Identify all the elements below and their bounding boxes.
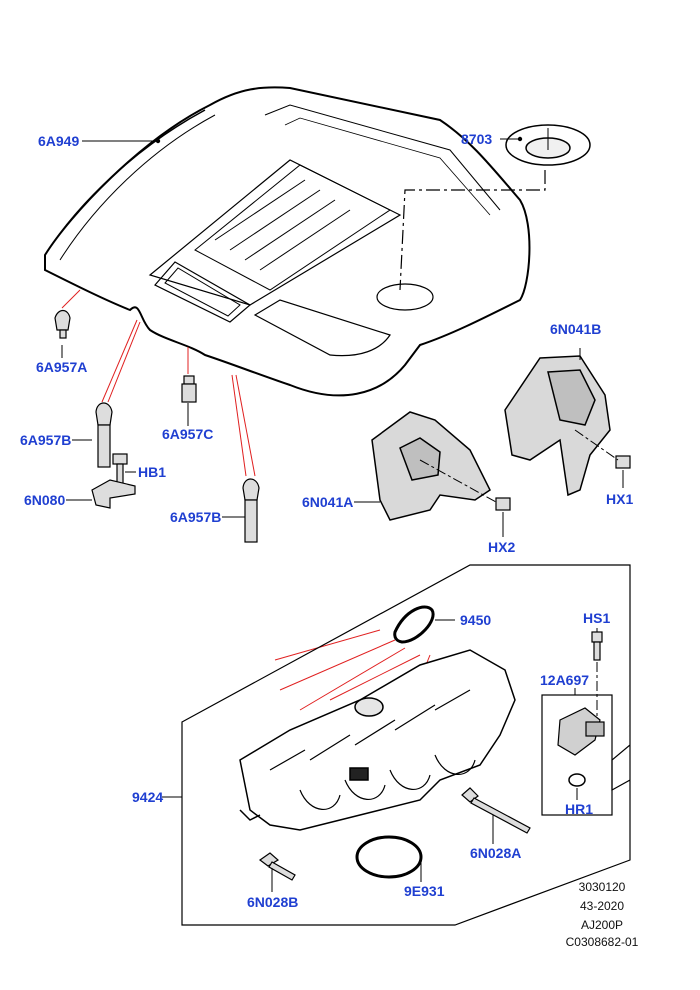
reference-line-1: 3030120: [578, 880, 626, 894]
intake-manifold: [239, 649, 516, 831]
label-engine-cover: 6A949: [38, 133, 80, 149]
stud-6a957a: [54, 309, 71, 339]
manifold-group-frame: [181, 564, 631, 926]
screw-hx1: [615, 455, 631, 469]
label-bolt-6n028b: 6N028B: [247, 894, 299, 910]
bracket-6n080: [91, 479, 136, 509]
label-heat-shield-6n041a: 6N041A: [302, 494, 354, 510]
label-bracket-6n080: 6N080: [24, 492, 66, 508]
label-bolt-6n028a: 6N028A: [470, 845, 522, 861]
label-bolt-hb1: HB1: [138, 464, 167, 480]
label-seal-9e931: 9E931: [404, 883, 445, 899]
label-stud-6a957b-left: 6A957B: [20, 432, 72, 448]
reference-line-2: 43-2020: [579, 899, 625, 913]
screw-hs1: [591, 631, 603, 661]
heat-shield-6n041b: [504, 355, 611, 497]
label-plug: 8703: [461, 131, 493, 147]
label-sensor-12a697: 12A697: [540, 672, 590, 688]
callout-leaders: [61, 138, 624, 892]
label-stud-6a957a: 6A957A: [36, 359, 88, 375]
reference-line-4: C0308682-01: [565, 935, 639, 949]
label-stud-6a957c: 6A957C: [162, 426, 214, 442]
screw-hx2: [495, 497, 511, 511]
stud-6a957c: [181, 375, 197, 403]
label-manifold-9424: 9424: [132, 789, 164, 805]
engine-cover: [44, 86, 531, 397]
label-screw-hx2: HX2: [488, 539, 516, 555]
red-leaders: [61, 289, 431, 711]
leader-dots: [155, 136, 523, 144]
label-oring-hr1: HR1: [565, 801, 594, 817]
heat-shield-6n041a: [371, 411, 491, 521]
stud-6a957b-left: [95, 402, 113, 468]
sensor-12a697: [557, 707, 605, 756]
hx2-centerline: [419, 459, 497, 503]
seal-9e931: [355, 835, 423, 879]
bolt-6n028b: [258, 852, 296, 881]
reference-line-3: AJ200P: [580, 918, 624, 932]
label-screw-hs1: HS1: [583, 610, 611, 626]
oring-hr1: [568, 773, 586, 787]
plug-centerline: [399, 170, 546, 291]
hx1-centerline: [574, 429, 619, 461]
bolt-6n028a: [461, 787, 531, 834]
label-screw-hx1: HX1: [606, 491, 634, 507]
stud-6a957b-right: [242, 478, 260, 543]
sensor-group-frame: [541, 694, 613, 816]
plug-part: [505, 124, 591, 166]
label-heat-shield-6n041b: 6N041B: [550, 321, 602, 337]
label-stud-6a957b-right: 6A957B: [170, 509, 222, 525]
label-gasket-9450: 9450: [460, 612, 492, 628]
gasket-9450: [393, 605, 435, 644]
